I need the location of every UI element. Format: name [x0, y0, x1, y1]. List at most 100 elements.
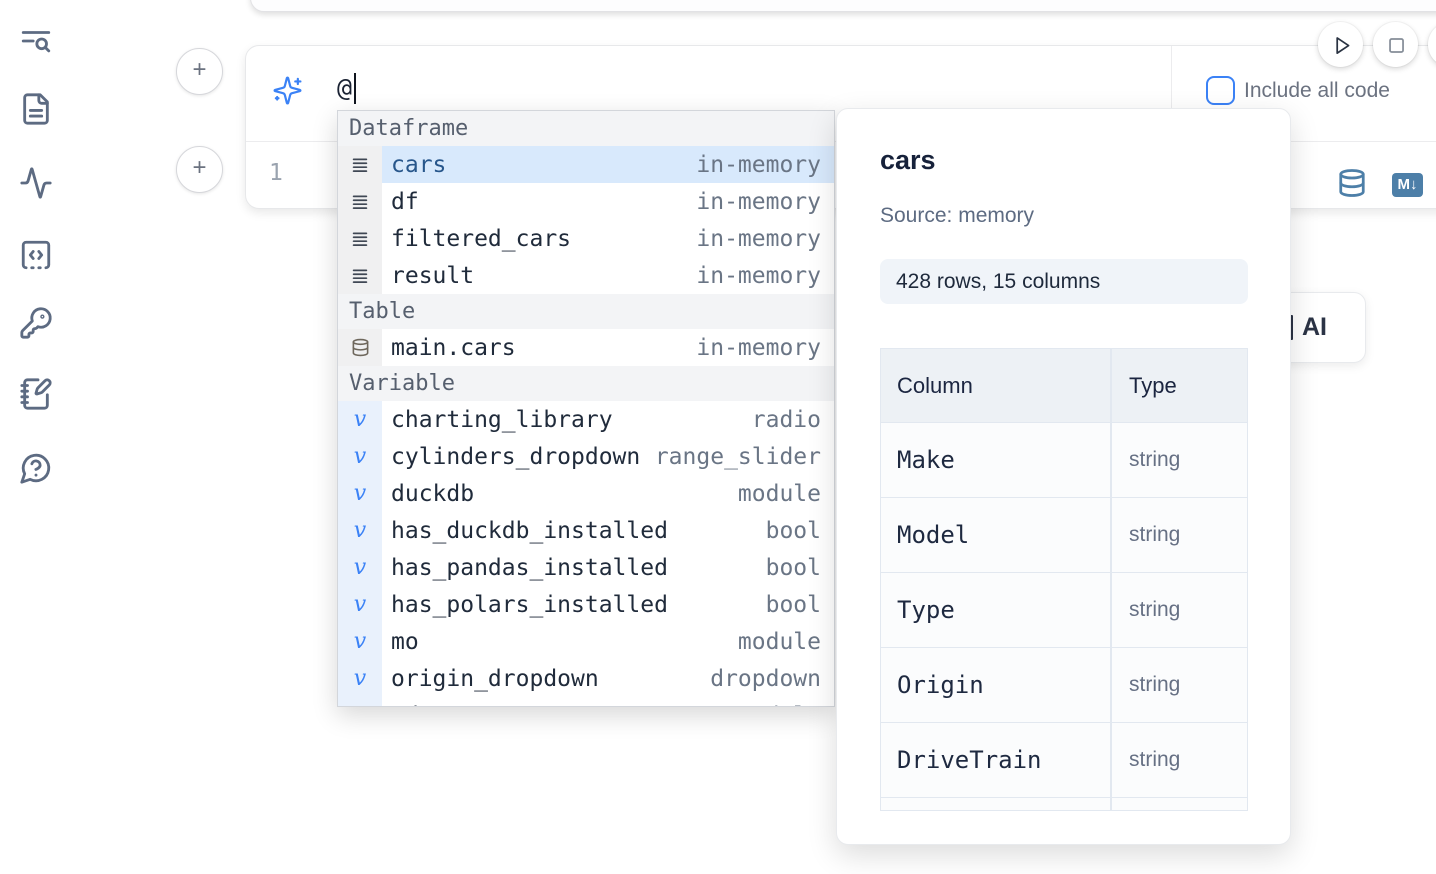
type-cell: string: [1112, 573, 1247, 647]
autocomplete-item[interactable]: vpdmodule: [338, 697, 834, 707]
item-meta: module: [474, 481, 834, 507]
variable-icon: v: [338, 438, 382, 475]
table-header-row: ColumnType: [881, 349, 1247, 423]
item-name: pd: [382, 703, 419, 708]
type-cell: string: [1112, 423, 1247, 497]
include-all-code-checkbox[interactable]: [1206, 76, 1235, 105]
table-row: Typestring: [881, 573, 1247, 648]
variable-icon: v: [338, 549, 382, 586]
rows-icon: [338, 257, 382, 294]
autocomplete-item[interactable]: vhas_duckdb_installedbool: [338, 512, 834, 549]
preview-table: ColumnTypeMakestringModelstringTypestrin…: [880, 348, 1248, 811]
previous-cell-edge: [250, 0, 1436, 12]
include-all-code-label: Include all code: [1244, 76, 1390, 105]
autocomplete-item[interactable]: vcharting_libraryradio: [338, 401, 834, 438]
table-row: [881, 798, 1247, 811]
autocomplete-item[interactable]: filtered_carsin-memory: [338, 220, 834, 257]
item-name: has_duckdb_installed: [382, 518, 668, 544]
item-meta: radio: [613, 407, 834, 433]
autocomplete-section-header: Dataframe: [338, 111, 834, 146]
type-cell: string: [1112, 498, 1247, 572]
dataframe-preview-popup: cars Source: memory 428 rows, 15 columns…: [836, 108, 1291, 845]
item-meta: in-memory: [446, 152, 834, 178]
item-meta: in-memory: [571, 226, 834, 252]
variable-icon: v: [338, 401, 382, 438]
autocomplete-item[interactable]: main.carsin-memory: [338, 329, 834, 366]
item-name: filtered_cars: [382, 226, 571, 252]
item-meta: bool: [668, 592, 834, 618]
item-name: cars: [382, 152, 446, 178]
help-circle-icon[interactable]: [19, 451, 53, 485]
stop-icon: [1383, 32, 1409, 58]
shape-badge: 428 rows, 15 columns: [880, 259, 1248, 304]
column-cell: DriveTrain: [881, 723, 1112, 797]
notebook-pen-icon[interactable]: [19, 377, 53, 411]
autocomplete-dropdown[interactable]: Dataframecarsin-memorydfin-memoryfiltere…: [337, 110, 835, 707]
item-meta: in-memory: [474, 263, 834, 289]
column-cell: [881, 798, 1112, 811]
autocomplete-item[interactable]: vcylinders_dropdownrange_slider: [338, 438, 834, 475]
item-name: cylinders_dropdown: [382, 444, 640, 470]
key-icon[interactable]: [19, 306, 53, 340]
column-cell: Make: [881, 423, 1112, 497]
item-meta: range_slider: [640, 444, 834, 470]
table-row: Originstring: [881, 648, 1247, 723]
type-cell: string: [1112, 648, 1247, 722]
preview-title: cars: [880, 145, 936, 176]
item-name: result: [382, 263, 474, 289]
rows-icon: [338, 220, 382, 257]
add-cell-above-button[interactable]: +: [176, 48, 223, 95]
item-meta: bool: [668, 555, 834, 581]
code-square-icon[interactable]: [19, 238, 53, 272]
table-row: Modelstring: [881, 498, 1247, 573]
type-cell: [1112, 798, 1247, 811]
table-row: Makestring: [881, 423, 1247, 498]
variable-icon: v: [338, 660, 382, 697]
ai-prompt-input[interactable]: @: [337, 73, 352, 102]
stop-button[interactable]: [1373, 22, 1418, 67]
table-row: DriveTrainstring: [881, 723, 1247, 798]
item-name: has_polars_installed: [382, 592, 668, 618]
variable-icon: v: [338, 697, 382, 707]
column-cell: Origin: [881, 648, 1112, 722]
database-icon: [338, 329, 382, 366]
autocomplete-item[interactable]: carsin-memory: [338, 146, 834, 183]
item-meta: module: [419, 629, 834, 655]
sparkles-icon: [272, 75, 303, 106]
item-name: main.cars: [382, 335, 516, 361]
autocomplete-item[interactable]: resultin-memory: [338, 257, 834, 294]
autocomplete-item[interactable]: vhas_pandas_installedbool: [338, 549, 834, 586]
column-cell: Column: [881, 349, 1112, 422]
type-cell: string: [1112, 723, 1247, 797]
activity-icon[interactable]: [19, 166, 53, 200]
item-meta: in-memory: [516, 335, 834, 361]
variable-icon: v: [338, 586, 382, 623]
item-name: duckdb: [382, 481, 474, 507]
rows-icon: [338, 146, 382, 183]
preview-source: Source: memory: [880, 204, 1034, 228]
autocomplete-item[interactable]: vhas_polars_installedbool: [338, 586, 834, 623]
add-cell-below-button[interactable]: +: [176, 146, 223, 193]
variable-icon: v: [338, 623, 382, 660]
item-meta: module: [419, 703, 834, 708]
markdown-icon[interactable]: M↓: [1392, 173, 1423, 197]
variable-icon: v: [338, 512, 382, 549]
autocomplete-item[interactable]: vorigin_dropdowndropdown: [338, 660, 834, 697]
column-cell: Type: [881, 573, 1112, 647]
run-cell-button[interactable]: [1318, 22, 1363, 67]
autocomplete-section-header: Table: [338, 294, 834, 329]
line-number: 1: [269, 142, 283, 204]
item-name: charting_library: [382, 407, 613, 433]
toc-search-icon[interactable]: [19, 24, 53, 58]
file-icon[interactable]: [19, 92, 53, 126]
autocomplete-section-header: Variable: [338, 366, 834, 401]
text-caret: [354, 73, 356, 104]
rows-icon: [338, 183, 382, 220]
database-icon[interactable]: [1337, 168, 1367, 198]
ai-card-label: AI: [1302, 313, 1327, 342]
autocomplete-item[interactable]: vduckdbmodule: [338, 475, 834, 512]
autocomplete-item[interactable]: dfin-memory: [338, 183, 834, 220]
autocomplete-item[interactable]: vmomodule: [338, 623, 834, 660]
column-cell: Model: [881, 498, 1112, 572]
item-meta: bool: [668, 518, 834, 544]
